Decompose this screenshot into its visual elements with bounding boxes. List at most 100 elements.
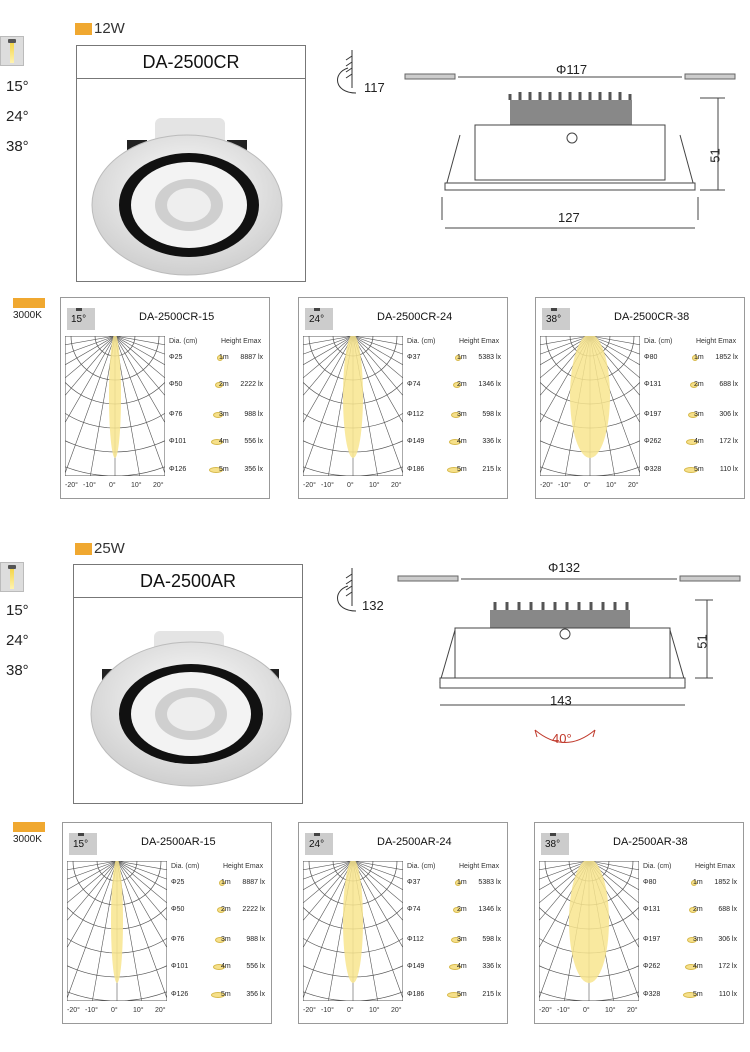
x-tick: 10° — [369, 482, 380, 489]
row-spot — [447, 992, 461, 998]
row-height: 2m — [457, 906, 467, 913]
watt-label: 12W — [94, 20, 125, 37]
dia-header: Dia. (cm) — [407, 863, 436, 870]
row-illuminance: 1346 lx — [478, 381, 501, 388]
row-diameter: Φ74 — [407, 906, 421, 913]
row-height: 1m — [219, 354, 229, 361]
row-height: 5m — [457, 466, 467, 473]
downlight-photo — [90, 631, 292, 787]
row-illuminance: 336 lx — [482, 963, 501, 970]
row-height: 3m — [457, 411, 467, 418]
row-diameter: Φ328 — [643, 991, 661, 998]
cct-swatch — [13, 298, 45, 308]
row-spot — [685, 964, 697, 970]
row-diameter: Φ197 — [643, 936, 661, 943]
row-spot — [688, 412, 698, 418]
row-illuminance: 8887 lx — [242, 879, 265, 886]
dim-height: 51 — [707, 148, 723, 163]
row-illuminance: 598 lx — [482, 411, 501, 418]
product-box: DA-2500CR — [76, 45, 306, 282]
beam-angle-15: 15° — [6, 78, 29, 95]
row-diameter: Φ186 — [407, 466, 425, 473]
row-illuminance: 688 lx — [719, 381, 738, 388]
row-spot — [451, 412, 461, 418]
row-diameter: Φ126 — [169, 466, 187, 473]
row-spot — [684, 467, 698, 473]
row-diameter: Φ262 — [643, 963, 661, 970]
height-header: Height Emax — [223, 863, 264, 870]
polar-diagram — [539, 861, 639, 1001]
row-illuminance: 988 lx — [244, 411, 263, 418]
row-height: 3m — [693, 936, 703, 943]
x-tick: 10° — [605, 1007, 616, 1014]
x-tick: 0° — [583, 1007, 590, 1014]
row-height: 2m — [694, 381, 704, 388]
row-diameter: Φ50 — [169, 381, 183, 388]
beam-badge: 38° — [541, 833, 569, 855]
polar-diagram — [540, 336, 640, 476]
row-spot — [217, 907, 225, 913]
downlight-photo — [91, 118, 283, 276]
row-diameter: Φ126 — [171, 991, 189, 998]
row-spot — [215, 937, 225, 943]
row-diameter: Φ112 — [407, 936, 424, 943]
watt-swatch — [75, 543, 92, 555]
row-illuminance: 356 lx — [244, 466, 263, 473]
row-spot — [686, 439, 698, 445]
row-illuminance: 1346 lx — [478, 906, 501, 913]
row-spot — [211, 439, 223, 445]
row-height: 5m — [221, 991, 231, 998]
x-tick: -10° — [85, 1007, 98, 1014]
product-box: DA-2500AR — [73, 564, 303, 804]
x-tick: -10° — [321, 1007, 334, 1014]
x-tick: 0° — [111, 1007, 118, 1014]
dia-header: Dia. (cm) — [407, 338, 436, 345]
row-illuminance: 110 lx — [719, 466, 738, 473]
row-spot — [455, 880, 461, 886]
tilt-angle: 40° — [552, 731, 572, 746]
row-illuminance: 336 lx — [482, 438, 501, 445]
watt-label: 25W — [94, 540, 125, 557]
row-height: 3m — [694, 411, 704, 418]
card-title: DA-2500CR-15 — [139, 311, 215, 323]
row-spot — [455, 355, 461, 361]
beam-badge: 24° — [305, 833, 333, 855]
polar-diagram — [303, 336, 403, 476]
model-title: DA-2500CR — [77, 46, 305, 79]
row-spot — [217, 355, 223, 361]
row-spot — [683, 992, 697, 998]
row-diameter: Φ131 — [644, 381, 662, 388]
row-spot — [453, 382, 461, 388]
row-spot — [451, 937, 461, 943]
polar-diagram — [303, 861, 403, 1001]
row-height: 3m — [219, 411, 229, 418]
row-diameter: Φ101 — [169, 438, 187, 445]
x-tick: 10° — [606, 482, 617, 489]
technical-drawing — [404, 73, 736, 229]
row-diameter: Φ262 — [644, 438, 662, 445]
row-height: 4m — [693, 963, 703, 970]
x-tick: 20° — [391, 1007, 402, 1014]
row-spot — [219, 880, 225, 886]
tilt-symbol — [337, 568, 357, 612]
x-tick: 20° — [155, 1007, 166, 1014]
beam-angle-icon — [0, 562, 24, 592]
height-header: Height Emax — [459, 863, 500, 870]
dim-top: Φ132 — [548, 560, 581, 575]
x-tick: 10° — [131, 482, 142, 489]
x-tick: 0° — [347, 482, 354, 489]
row-illuminance: 2222 lx — [242, 906, 265, 913]
row-diameter: Φ328 — [644, 466, 662, 473]
row-diameter: Φ149 — [407, 438, 425, 445]
row-spot — [687, 937, 697, 943]
row-illuminance: 8887 lx — [240, 354, 263, 361]
row-illuminance: 110 lx — [718, 991, 737, 998]
height-header: Height Emax — [221, 338, 262, 345]
x-tick: -20° — [539, 1007, 552, 1014]
x-tick: -20° — [303, 482, 316, 489]
dia-header: Dia. (cm) — [169, 338, 198, 345]
watt-swatch — [75, 23, 92, 35]
row-diameter: Φ101 — [171, 963, 189, 970]
row-illuminance: 306 lx — [719, 411, 738, 418]
